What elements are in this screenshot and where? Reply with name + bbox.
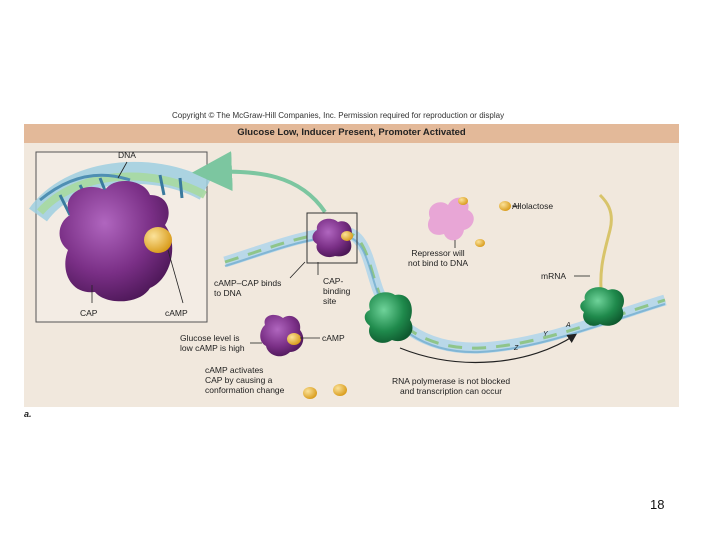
mrna-strand (598, 193, 613, 301)
gene-z-label: Z (513, 345, 519, 352)
label-camp-activates: cAMP activates CAP by causing a conforma… (205, 365, 285, 395)
label-dna: DNA (118, 150, 136, 160)
cap-protein-free (260, 314, 304, 357)
camp-free-2 (333, 384, 347, 396)
allolactose-legend-icon (499, 201, 511, 211)
diagram-title-banner: Glucose Low, Inducer Present, Promoter A… (24, 124, 679, 143)
allolactose-on-repressor (458, 197, 468, 205)
label-repressor: Repressor will not bind to DNA (408, 248, 469, 268)
label-mrna: mRNA (541, 271, 566, 281)
label-camp-inset: cAMP (165, 308, 188, 318)
rna-polymerase-right (580, 287, 625, 326)
camp-free-1 (303, 387, 317, 399)
copyright-notice: Copyright © The McGraw-Hill Companies, I… (172, 111, 505, 120)
repressor-protein (427, 197, 474, 241)
label-camp: cAMP (322, 333, 345, 343)
page-number: 18 (650, 497, 665, 512)
camp-bound (341, 231, 353, 241)
zoom-arrow (192, 151, 327, 214)
cap-protein-bound (312, 218, 352, 258)
label-cap: CAP (80, 308, 98, 318)
cap-binding-box (306, 212, 358, 264)
label-allolactose: Allolactose (512, 201, 553, 211)
panel-letter: a. (24, 409, 32, 419)
transcription-arrow (399, 333, 577, 364)
rna-polymerase-left (364, 292, 413, 343)
label-camp-cap-binds: cAMP–CAP binds to DNA (214, 278, 282, 298)
gene-a-label: A (565, 322, 571, 329)
label-glucose-level: Glucose level is low cAMP is high (180, 333, 245, 353)
zoom-inset (29, 151, 211, 323)
cap-protein-large (59, 180, 173, 302)
diagram-title: Glucose Low, Inducer Present, Promoter A… (237, 127, 466, 138)
label-cap-binding-site: CAP- binding site (323, 276, 351, 306)
label-rna-polymerase: RNA polymerase is not blocked and transc… (392, 376, 511, 396)
allolactose-free (475, 239, 485, 247)
camp-activating (287, 333, 301, 345)
gene-y-label: Y (543, 331, 549, 338)
camp-molecule-large (144, 227, 172, 253)
